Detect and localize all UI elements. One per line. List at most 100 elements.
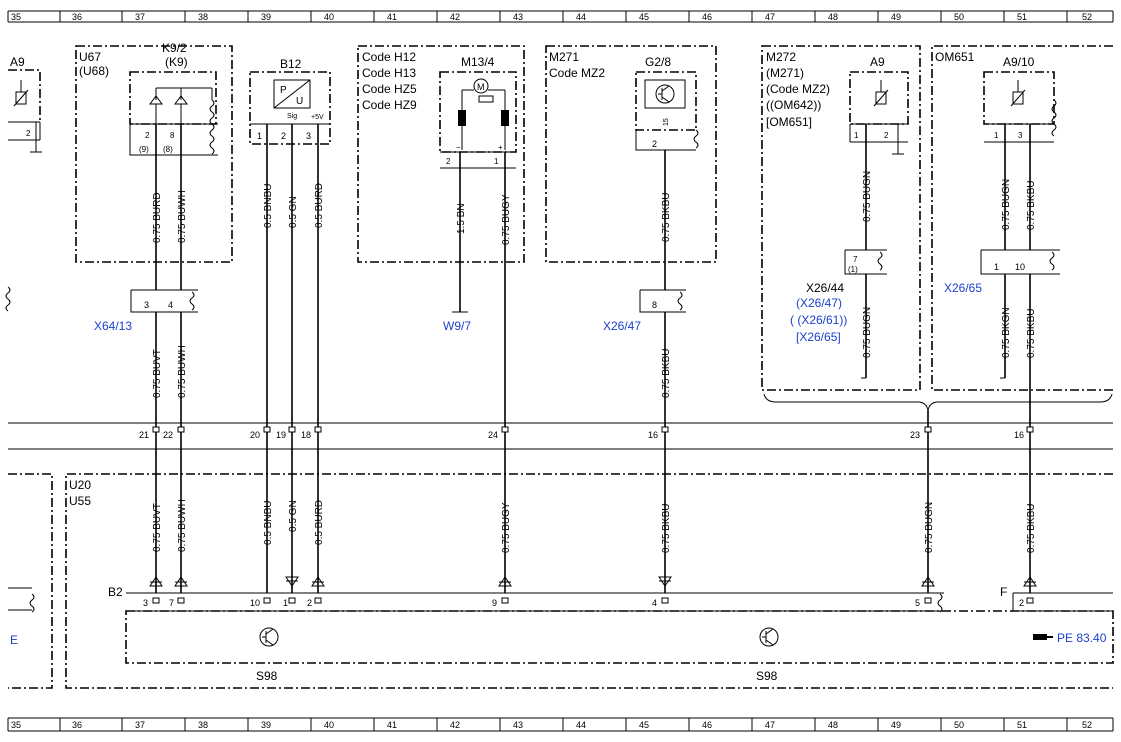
wire-label: 0.75 BUGY bbox=[501, 194, 512, 245]
column-label: 49 bbox=[891, 12, 901, 22]
wire-label: 0.5 GN bbox=[288, 196, 299, 228]
assembly-u20: U20 U55 E bbox=[8, 473, 1113, 689]
pin-number: 10 bbox=[1015, 262, 1025, 272]
pin-number: 7 bbox=[169, 598, 174, 608]
wire-label: 0.75 BURD bbox=[152, 192, 163, 243]
pin-number: 2 bbox=[307, 598, 312, 608]
wire-arrows bbox=[149, 576, 1037, 587]
column-label: 51 bbox=[1017, 12, 1027, 22]
pin-number: 7 bbox=[853, 255, 858, 264]
wire-label: 0.75 BUGN bbox=[862, 171, 873, 222]
column-label: 43 bbox=[513, 12, 523, 22]
pointing-hand-icon bbox=[1033, 634, 1053, 640]
component-label: (U68) bbox=[79, 64, 109, 78]
connector-label: X26/65 bbox=[944, 281, 982, 295]
connector-label: [X26/65] bbox=[796, 330, 841, 344]
column-label: 50 bbox=[954, 720, 964, 730]
bottom-column-ruler: 35 36 37 38 39 40 41 42 43 44 45 46 47 4… bbox=[7, 717, 1114, 732]
column-label: 44 bbox=[576, 720, 586, 730]
pin-number: 1 bbox=[283, 598, 288, 608]
component-label: M13/4 bbox=[461, 55, 495, 69]
wire-label: 0.75 BKGN bbox=[1001, 307, 1012, 358]
pin-number: 16 bbox=[1014, 430, 1024, 440]
code-label: Code H13 bbox=[362, 66, 416, 80]
wire-label: 0.5 BNBU bbox=[263, 184, 274, 228]
wire-label: 0.75 BUGN bbox=[862, 307, 873, 358]
column-label: 52 bbox=[1082, 720, 1092, 730]
wire-label: 0.5 GN bbox=[288, 500, 299, 532]
connector-label: X64/13 bbox=[94, 319, 132, 333]
ground-label: W9/7 bbox=[443, 319, 471, 333]
column-label: 36 bbox=[72, 12, 82, 22]
code-label: Code MZ2 bbox=[549, 66, 605, 80]
wire-label: 0.5 BURD bbox=[314, 500, 325, 545]
column-label: 46 bbox=[702, 720, 712, 730]
component-b12: B12 P U Sig +5V 1 2 3 bbox=[249, 57, 331, 145]
svg-text:M: M bbox=[477, 82, 485, 92]
pin-number: 3 bbox=[144, 300, 149, 310]
wire-label: 0.75 BUWH bbox=[177, 345, 188, 398]
pin-number: 18 bbox=[301, 430, 311, 440]
wires bbox=[155, 124, 1031, 593]
component-label: S98 bbox=[256, 669, 278, 683]
column-label: 43 bbox=[513, 720, 523, 730]
component-label: S98 bbox=[756, 669, 778, 683]
component-label: M272 bbox=[766, 50, 796, 64]
reference-link[interactable]: PE 83.40 bbox=[1033, 631, 1107, 645]
pin-number: 16 bbox=[648, 430, 658, 440]
column-label: 50 bbox=[954, 12, 964, 22]
pin-number: 4 bbox=[652, 598, 657, 608]
component-f: F 2 bbox=[1000, 585, 1113, 612]
connector-label: (X26/47) bbox=[796, 296, 842, 310]
pin-number: 2 bbox=[145, 131, 150, 140]
column-label: 35 bbox=[11, 12, 21, 22]
component-label: A9 bbox=[10, 55, 25, 69]
code-label: Code HZ9 bbox=[362, 98, 417, 112]
pin-number: 10 bbox=[250, 598, 260, 608]
pin-number: 2 bbox=[1019, 598, 1024, 608]
connector-label: X26/44 bbox=[806, 281, 844, 295]
pin-number: 3 bbox=[306, 131, 311, 141]
column-label: 39 bbox=[261, 720, 271, 730]
component-label: G2/8 bbox=[645, 55, 671, 69]
component-label: M271 bbox=[549, 50, 579, 64]
wire-label: 0.75 BUGN bbox=[1001, 179, 1012, 230]
pin-number: 2 bbox=[26, 129, 31, 138]
component-label: (K9) bbox=[165, 55, 188, 69]
wire-label: 0.75 BUVT bbox=[152, 349, 163, 398]
component-b2: B2 3 7 10 1 2 9 4 5 bbox=[108, 585, 1114, 664]
bus-pin-numbers: 21 22 20 19 18 24 16 23 16 bbox=[139, 430, 1024, 440]
wire-label: 0.75 BKBU bbox=[661, 193, 672, 242]
component-label: F bbox=[1000, 585, 1007, 599]
pin-signal-label: Sig bbox=[287, 113, 297, 120]
connector-x26-44: 7 (1) X26/44 (X26/47) ( (X26/61)) [X26/6… bbox=[790, 249, 887, 344]
top-column-ruler: 35 36 37 38 39 40 41 42 43 44 45 46 47 4… bbox=[7, 10, 1114, 23]
column-label: 52 bbox=[1082, 12, 1092, 22]
connector-x26-65: 1 10 X26/65 bbox=[944, 249, 1060, 295]
connector-label: X26/47 bbox=[603, 319, 641, 333]
polarity-mark: + bbox=[498, 143, 503, 152]
sensor-symbol-u: U bbox=[296, 96, 303, 107]
column-label: 37 bbox=[135, 12, 145, 22]
wire-label: 0.75 BKBU bbox=[1026, 504, 1037, 553]
connector-x26-47: 8 X26/47 bbox=[603, 289, 686, 333]
component-a9-10: OM651 A9/10 1 3 bbox=[931, 45, 1113, 391]
component-label: [OM651] bbox=[766, 115, 812, 129]
component-label: (M271) bbox=[766, 66, 804, 80]
reference-label[interactable]: PE 83.40 bbox=[1057, 631, 1107, 645]
component-a9-right: M272 (M271) (Code MZ2) ((OM642)) [OM651]… bbox=[761, 45, 921, 391]
pin-number: (1) bbox=[848, 265, 858, 274]
sensor-symbol-p: P bbox=[280, 85, 287, 96]
column-label: 45 bbox=[639, 720, 649, 730]
component-a9-left: A9 2 bbox=[5, 55, 42, 312]
column-label: 38 bbox=[198, 720, 208, 730]
connector-label: ( (X26/61)) bbox=[790, 313, 847, 327]
pin-number: 1 bbox=[854, 131, 859, 140]
wire-label: 0.75 BKBU bbox=[1026, 181, 1037, 230]
pin-number: 1 bbox=[257, 131, 262, 141]
wire-label: 0.5 BURD bbox=[314, 183, 325, 228]
column-label: 37 bbox=[135, 720, 145, 730]
pin-number: 15 bbox=[663, 118, 670, 126]
column-label: 36 bbox=[72, 720, 82, 730]
